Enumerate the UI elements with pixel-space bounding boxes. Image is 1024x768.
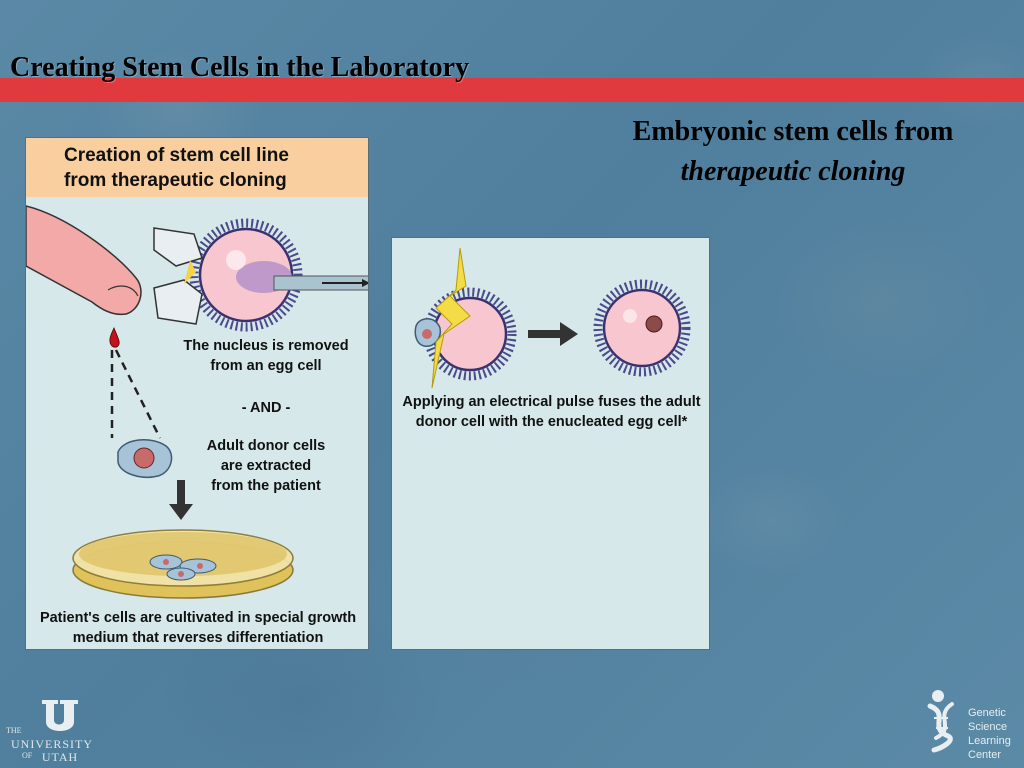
slide-title: Creating Stem Cells in the Laboratory xyxy=(10,52,470,83)
panel1-heading-line2: from therapeutic cloning xyxy=(64,170,287,191)
university-of: OF xyxy=(22,751,33,760)
gslc-line3: Learning xyxy=(968,735,1011,747)
lightning-bolt-icon xyxy=(431,247,471,389)
right-arrow-icon xyxy=(528,322,578,346)
title-accent-bar xyxy=(0,78,1024,102)
subtitle-line1: Embryonic stem cells from xyxy=(632,116,954,147)
step1-illustration xyxy=(26,205,368,599)
gslc-line2: Science xyxy=(968,721,1008,733)
pulse-caption-line1: Applying an electrical pulse fuses the a… xyxy=(402,394,701,410)
gslc-logo: Genetic Science Learning Center xyxy=(920,686,1024,766)
nucleus-caption-line1: The nucleus is removed xyxy=(183,338,349,354)
pulse-caption-line2: donor cell with the enucleated egg cell* xyxy=(415,414,688,430)
dna-figure-icon xyxy=(927,690,954,753)
subtitle-line2: therapeutic cloning xyxy=(680,156,906,187)
donor-caption-line1: Adult donor cells xyxy=(206,438,326,454)
down-arrow-icon xyxy=(169,480,193,520)
cloning-step2-panel: Applying an electrical pulse fuses the a… xyxy=(391,237,710,650)
petri-dish-icon xyxy=(72,529,294,599)
donor-caption-line2: are extracted xyxy=(220,458,312,474)
nucleus-removed-caption: The nucleus is removed from an egg cell xyxy=(166,336,366,376)
blood-drop-icon xyxy=(109,327,120,348)
donor-cell-icon xyxy=(117,439,173,478)
gslc-name: Genetic Science Learning Center xyxy=(968,706,1011,762)
utah-u-icon xyxy=(42,700,78,731)
panel1-heading: Creation of stem cell line from therapeu… xyxy=(26,138,368,197)
cultivation-caption: Patient's cells are cultivated in specia… xyxy=(26,608,368,648)
egg-cell-icon xyxy=(189,218,303,332)
fusing-egg-icon xyxy=(414,287,517,381)
university-line1: UNIVERSITY xyxy=(11,737,93,751)
university-name: UNIVERSITY UTAH xyxy=(2,738,102,764)
holding-pipette-icon xyxy=(153,227,203,325)
step2-illustration xyxy=(414,247,691,389)
fused-egg-icon xyxy=(593,279,691,377)
and-caption: - AND - xyxy=(241,400,291,416)
micropipette-icon xyxy=(273,275,368,291)
donor-cells-caption: Adult donor cells are extracted from the… xyxy=(166,436,366,496)
finger-icon xyxy=(26,205,142,316)
gslc-line1: Genetic xyxy=(968,707,1006,719)
university-of-utah-logo: THE UNIVERSITY UTAH OF xyxy=(2,698,102,764)
nucleus-caption-line2: from an egg cell xyxy=(210,358,322,374)
university-line2: UTAH xyxy=(41,750,79,764)
slide-subtitle: Embryonic stem cells from therapeutic cl… xyxy=(568,112,1018,192)
cultivation-caption-line1: Patient's cells are cultivated in specia… xyxy=(39,610,357,626)
cultivation-caption-line2: medium that reverses differentiation xyxy=(72,630,324,646)
gslc-line4: Center xyxy=(968,749,1002,761)
panel1-heading-line1: Creation of stem cell line xyxy=(64,145,289,166)
university-the: THE xyxy=(6,726,22,735)
electrical-pulse-caption: Applying an electrical pulse fuses the a… xyxy=(392,392,709,432)
donor-caption-line3: from the patient xyxy=(211,478,321,494)
cloning-step1-panel: Creation of stem cell line from therapeu… xyxy=(25,137,369,650)
